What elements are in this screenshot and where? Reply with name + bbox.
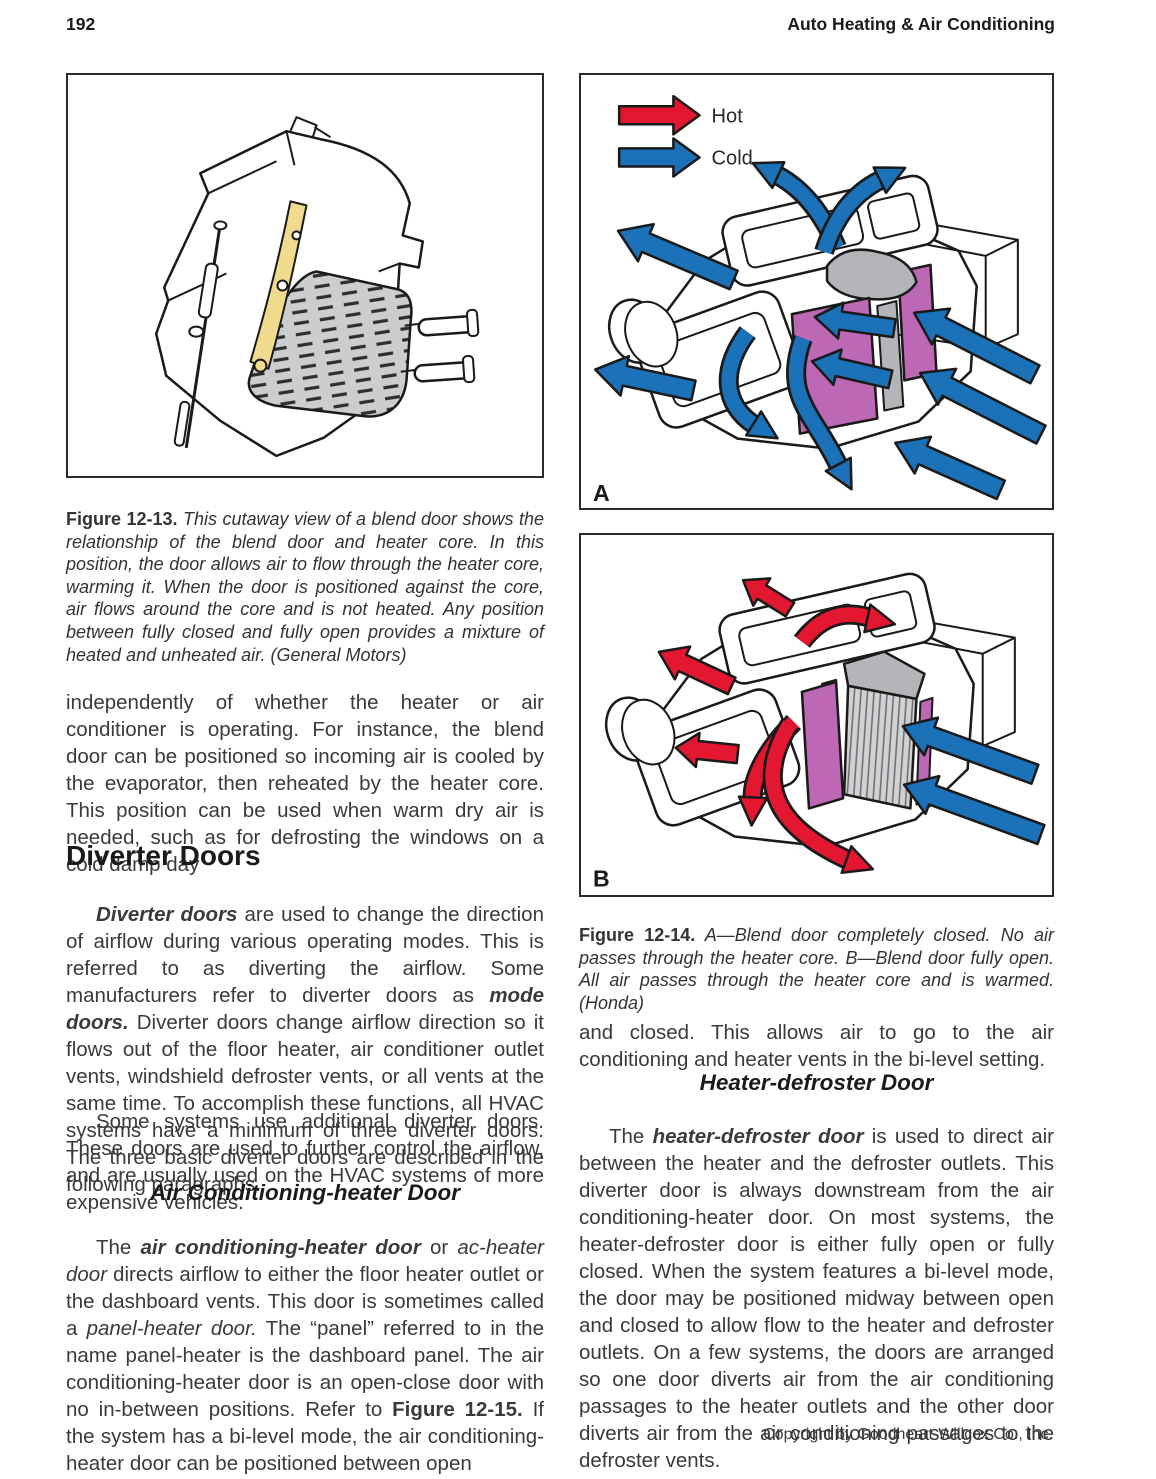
text-run: ac-heater door bbox=[66, 1235, 544, 1286]
figure-12-14-caption: Figure 12-14. A—Blend door completely cl… bbox=[579, 924, 1054, 1014]
text-run: air conditioning-heater door bbox=[140, 1235, 421, 1259]
subsection-heading-ac-heater-door: Air Conditioning-heater Door bbox=[150, 1180, 460, 1205]
page-header: 192 Auto Heating & Air Conditioning bbox=[66, 14, 1055, 35]
right-column: Hot Cold bbox=[579, 0, 1054, 1479]
text-run: is used to direct air between the heater… bbox=[579, 1124, 1054, 1472]
text-run: Figure 12-14. bbox=[579, 925, 696, 945]
text-run: The “panel” referred to in the name pane… bbox=[66, 1316, 544, 1421]
text-run: Diverter doors bbox=[96, 902, 238, 926]
figure-12-14-panel-a-box: Hot Cold bbox=[579, 73, 1054, 510]
cold-airflow-arrows bbox=[901, 716, 1046, 846]
copyright-notice: Copyright by Goodheart-Willcox Co., Inc. bbox=[763, 1426, 1053, 1443]
left-column: Figure 12-13. This cutaway view of a ble… bbox=[66, 0, 544, 1479]
body-paragraph-additional-doors: Some systems use additional diverter doo… bbox=[66, 1108, 544, 1216]
text-run: Figure 12-13. bbox=[66, 509, 178, 529]
figure-12-13-caption: Figure 12-13. This cutaway view of a ble… bbox=[66, 508, 544, 666]
text-run: heater-defroster door bbox=[652, 1124, 864, 1148]
blend-door bbox=[249, 200, 308, 373]
figure-12-14-panel-a-illustration: Hot Cold bbox=[593, 94, 1047, 506]
cold-legend-arrow-icon bbox=[617, 137, 701, 178]
section-heading-diverter-doors: Diverter Doors bbox=[66, 840, 261, 871]
text-run: or bbox=[420, 1235, 458, 1259]
figure-12-14-panel-b-illustration: B bbox=[593, 569, 1046, 892]
body-paragraph-heater-defroster-door: The heater-defroster door is used to dir… bbox=[579, 1123, 1054, 1474]
text-run: This cutaway view of a blend door shows … bbox=[66, 509, 544, 665]
running-head: Auto Heating & Air Conditioning bbox=[787, 14, 1055, 34]
text-run: independently of whether the heater or a… bbox=[66, 690, 544, 876]
text-run: A—Blend door completely closed. No air p… bbox=[579, 925, 1054, 1013]
text-run: Diverter doors change airflow direction … bbox=[66, 1010, 544, 1196]
text-run: panel-heater door. bbox=[86, 1316, 257, 1340]
text-run: directs airflow to either the floor heat… bbox=[66, 1262, 544, 1340]
panel-a-label: A bbox=[593, 480, 610, 506]
panel-b-label: B bbox=[593, 866, 610, 892]
text-run: mode doors. bbox=[66, 983, 544, 1034]
text-run: are used to change the direction of airf… bbox=[66, 902, 544, 1007]
text-run: and closed. This allows air to go to the… bbox=[579, 1020, 1054, 1071]
cold-airflow-arrows bbox=[593, 161, 1047, 501]
text-run: Figure 12-15. bbox=[392, 1397, 523, 1421]
text-run: If the system has a bi-level mode, the a… bbox=[66, 1397, 544, 1475]
body-paragraph-bi-level: and closed. This allows air to go to the… bbox=[579, 1019, 1054, 1073]
text-run: Some systems use additional diverter doo… bbox=[66, 1109, 544, 1214]
text-run: The bbox=[609, 1124, 653, 1148]
blend-door-linkage-rod bbox=[173, 220, 228, 449]
hot-airflow-arrows bbox=[657, 577, 897, 875]
body-paragraph-blend-door: independently of whether the heater or a… bbox=[66, 689, 544, 878]
text-run: The bbox=[96, 1235, 141, 1259]
legend-cold-label: Cold bbox=[712, 147, 753, 169]
heater-core-pipes bbox=[400, 308, 480, 384]
body-paragraph-diverter-doors: Diverter doors are used to change the di… bbox=[66, 901, 544, 1198]
figure-12-13-box bbox=[66, 73, 544, 478]
subsection-heading-heater-defroster-door: Heater-defroster Door bbox=[699, 1070, 934, 1095]
body-paragraph-ac-heater-door: The air conditioning-heater door or ac-h… bbox=[66, 1234, 544, 1477]
figure-12-13-illustration bbox=[154, 116, 480, 458]
figure-12-14-panel-b-box: B bbox=[579, 533, 1054, 897]
hot-legend-arrow-icon bbox=[617, 94, 701, 136]
page-number: 192 bbox=[66, 14, 96, 34]
legend-hot-label: Hot bbox=[712, 105, 744, 127]
